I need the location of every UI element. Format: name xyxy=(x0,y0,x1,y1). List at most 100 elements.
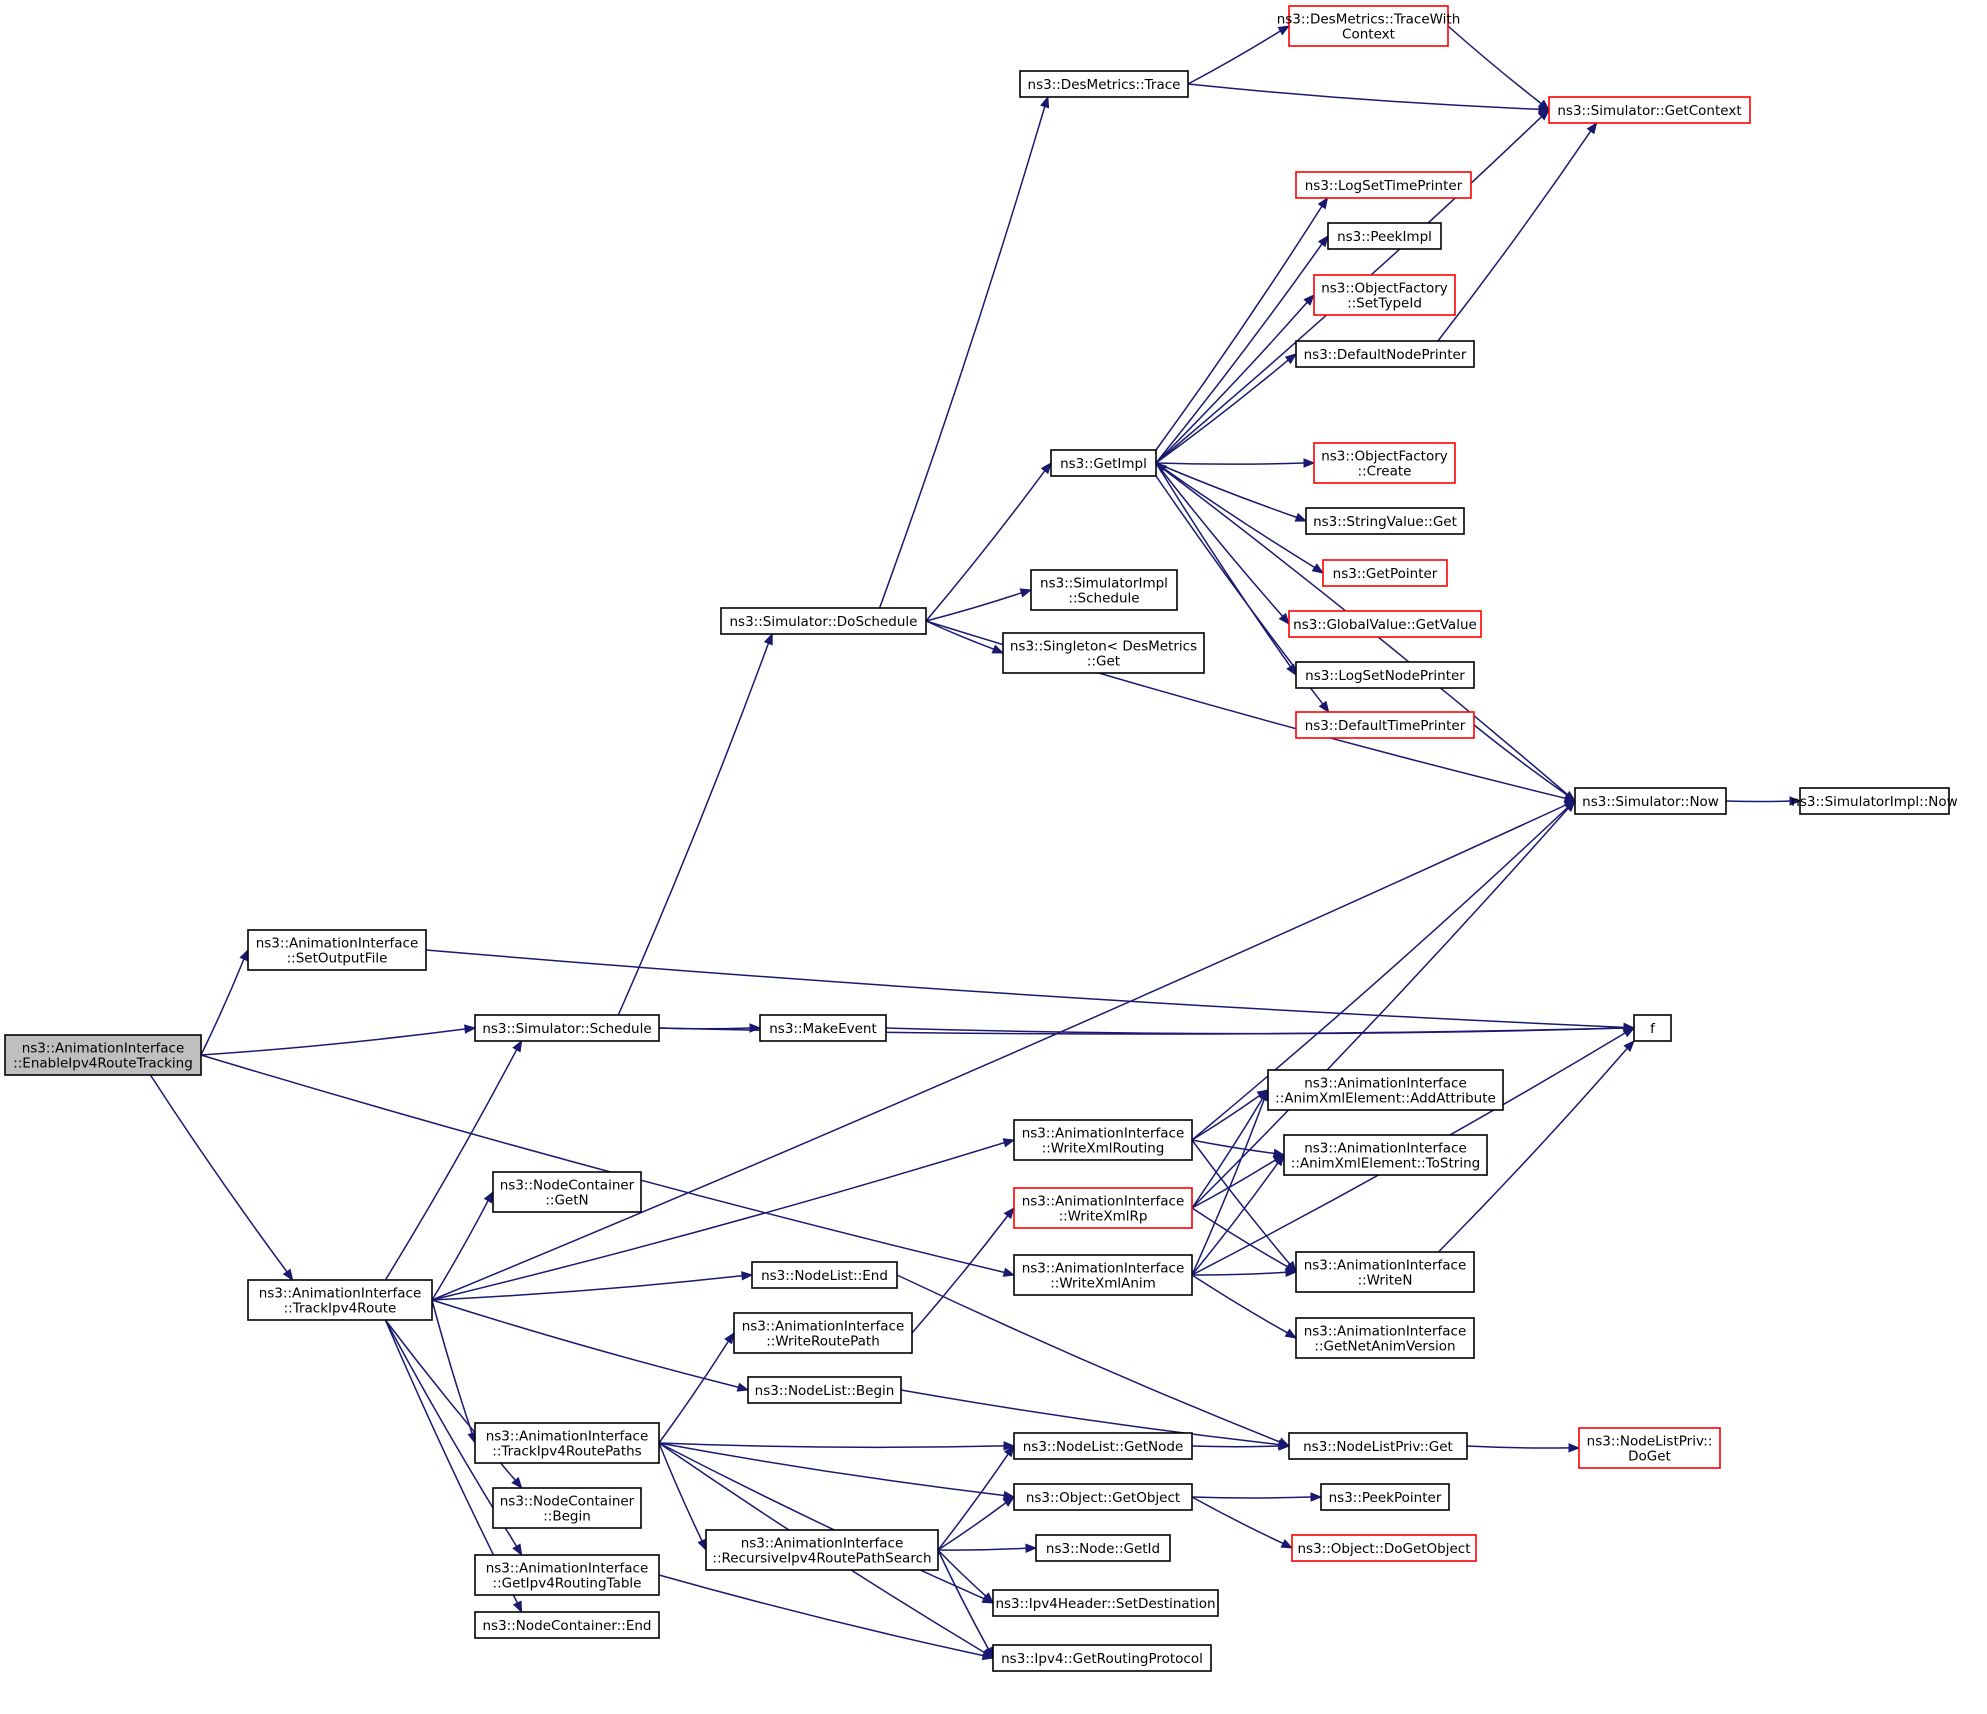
node-writeroutepath[interactable]: ns3::AnimationInterface::WriteRoutePath xyxy=(733,1312,913,1354)
node-writexmlrouting[interactable]: ns3::AnimationInterface::WriteXmlRouting xyxy=(1013,1119,1193,1161)
node-simnow[interactable]: ns3::Simulator::Now xyxy=(1574,787,1727,815)
node-schedule[interactable]: ns3::Simulator::Schedule xyxy=(474,1014,660,1042)
node-label: ns3::DesMetrics::Trace xyxy=(1028,77,1181,93)
node-label: ::TrackIpv4RoutePaths xyxy=(492,1444,641,1460)
node-getpointer[interactable]: ns3::GetPointer xyxy=(1322,559,1448,587)
node-peekpointer[interactable]: ns3::PeekPointer xyxy=(1320,1483,1450,1511)
node-f[interactable]: f xyxy=(1633,1014,1672,1042)
node-ofsettype[interactable]: ns3::ObjectFactory::SetTypeId xyxy=(1313,274,1456,316)
node-objdoget[interactable]: ns3::Object::DoGetObject xyxy=(1291,1534,1477,1562)
node-nlprivdoget[interactable]: ns3::NodeListPriv::DoGet xyxy=(1578,1427,1721,1469)
node-box xyxy=(1305,507,1465,535)
node-writen[interactable]: ns3::AnimationInterface::WriteN xyxy=(1295,1251,1475,1293)
node-label: ::SetTypeId xyxy=(1347,296,1422,312)
node-label: ::GetIpv4RoutingTable xyxy=(493,1576,642,1592)
edge-writexmlrp-to-simnow xyxy=(1191,800,1576,1209)
node-label: ns3::AnimationInterface xyxy=(486,1429,649,1445)
node-deftimeprinter[interactable]: ns3::DefaultTimePrinter xyxy=(1295,711,1475,739)
node-label: ::Schedule xyxy=(1068,591,1139,607)
node-box xyxy=(1327,222,1442,250)
node-globalvalue[interactable]: ns3::GlobalValue::GetValue xyxy=(1288,610,1482,638)
node-label: ns3::AnimationInterface xyxy=(742,1319,905,1335)
edge-nlgetnode-to-nlprivget xyxy=(1191,1441,1291,1451)
edge-getimpl-to-logsettime xyxy=(1155,196,1329,451)
edge-doschedule-to-desmtrace xyxy=(878,95,1050,609)
node-logsetnode[interactable]: ns3::LogSetNodePrinter xyxy=(1295,661,1475,689)
node-label: ::EnableIpv4RouteTracking xyxy=(13,1056,193,1072)
node-ncgetn[interactable]: ns3::NodeContainer::GetN xyxy=(492,1171,642,1213)
node-label: ns3::Simulator::Now xyxy=(1582,794,1719,810)
node-box xyxy=(1295,171,1472,199)
node-root[interactable]: ns3::AnimationInterface::EnableIpv4Route… xyxy=(4,1034,202,1076)
edge-getimpl-to-ofcreate xyxy=(1155,458,1316,468)
node-label: Context xyxy=(1342,27,1395,43)
node-box xyxy=(1320,1483,1450,1511)
node-nlbegin[interactable]: ns3::NodeList::Begin xyxy=(747,1376,902,1404)
edge-doschedule-to-singleton xyxy=(925,620,1005,654)
node-recursive[interactable]: ns3::AnimationInterface::RecursiveIpv4Ro… xyxy=(705,1529,939,1571)
node-defnodeprinter[interactable]: ns3::DefaultNodePrinter xyxy=(1295,340,1475,368)
node-nlend[interactable]: ns3::NodeList::End xyxy=(751,1261,898,1289)
node-label: ns3::SimulatorImpl xyxy=(1040,576,1168,592)
edge-desmtrace-to-getcontext xyxy=(1187,83,1551,114)
node-box xyxy=(1288,1432,1468,1460)
node-nlprivget[interactable]: ns3::NodeListPriv::Get xyxy=(1288,1432,1468,1460)
node-simimplnow[interactable]: ns3::SimulatorImpl::Now xyxy=(1791,787,1958,815)
node-box xyxy=(1633,1014,1672,1042)
node-logsettime[interactable]: ns3::LogSetTimePrinter xyxy=(1295,171,1472,199)
node-label: ns3::AnimationInterface xyxy=(1022,1261,1185,1277)
node-track[interactable]: ns3::AnimationInterface::TrackIpv4Route xyxy=(247,1279,433,1321)
node-ofcreate[interactable]: ns3::ObjectFactory::Create xyxy=(1313,442,1456,484)
edge-objgetobj-to-peekpointer xyxy=(1191,1492,1323,1502)
edge-getimpl-to-ofsettype xyxy=(1155,294,1315,464)
node-nodegetid[interactable]: ns3::Node::GetId xyxy=(1035,1534,1171,1562)
node-setoutput[interactable]: ns3::AnimationInterface::SetOutputFile xyxy=(247,929,427,971)
node-label: ns3::LogSetNodePrinter xyxy=(1305,668,1465,684)
node-box xyxy=(1013,1483,1193,1511)
edge-root-to-schedule xyxy=(200,1024,477,1056)
node-strvalget[interactable]: ns3::StringValue::Get xyxy=(1305,507,1465,535)
node-simimplsched[interactable]: ns3::SimulatorImpl::Schedule xyxy=(1030,569,1178,611)
node-label: ns3::AnimationInterface xyxy=(1304,1076,1467,1092)
node-writexmlanim[interactable]: ns3::AnimationInterface::WriteXmlAnim xyxy=(1013,1254,1193,1296)
node-getroutingtable[interactable]: ns3::AnimationInterface::GetIpv4RoutingT… xyxy=(474,1554,660,1596)
node-makeevent[interactable]: ns3::MakeEvent xyxy=(759,1014,887,1042)
edge-trackpaths-to-objgetobj xyxy=(658,1442,1016,1501)
node-box xyxy=(751,1261,898,1289)
node-box xyxy=(1030,569,1178,611)
node-ncend[interactable]: ns3::NodeContainer::End xyxy=(474,1611,660,1639)
node-ncbegin[interactable]: ns3::NodeContainer::Begin xyxy=(492,1487,642,1529)
node-label: ns3::AnimationInterface xyxy=(1022,1194,1185,1210)
edge-writexmlrouting-to-tostring xyxy=(1191,1139,1286,1158)
edge-recursive-to-getrouting xyxy=(937,1549,994,1660)
node-label: ns3::NodeContainer xyxy=(500,1178,635,1194)
edge-track-to-nlend xyxy=(431,1271,754,1301)
edge-getimpl-to-globalvalue xyxy=(1155,462,1290,626)
node-getcontext[interactable]: ns3::Simulator::GetContext xyxy=(1548,96,1751,124)
node-peekimpl[interactable]: ns3::PeekImpl xyxy=(1327,222,1442,250)
node-getrouting[interactable]: ns3::Ipv4::GetRoutingProtocol xyxy=(992,1644,1212,1672)
node-box xyxy=(759,1014,887,1042)
node-doschedule[interactable]: ns3::Simulator::DoSchedule xyxy=(720,607,927,635)
node-desmtrace[interactable]: ns3::DesMetrics::Trace xyxy=(1019,70,1189,98)
node-getnetanim[interactable]: ns3::AnimationInterface::GetNetAnimVersi… xyxy=(1295,1317,1475,1359)
node-label: ns3::AnimationInterface xyxy=(256,936,419,952)
node-label: ::WriteXmlRp xyxy=(1059,1209,1148,1225)
node-singleton[interactable]: ns3::Singleton< DesMetrics::Get xyxy=(1002,632,1205,674)
node-box xyxy=(1267,1069,1504,1111)
edge-getroutingtable-to-getrouting xyxy=(658,1574,995,1661)
node-trackpaths[interactable]: ns3::AnimationInterface::TrackIpv4RouteP… xyxy=(474,1422,660,1464)
node-addattr[interactable]: ns3::AnimationInterface::AnimXmlElement:… xyxy=(1267,1069,1504,1111)
node-getimpl[interactable]: ns3::GetImpl xyxy=(1050,449,1157,477)
node-label: ::TrackIpv4Route xyxy=(284,1301,397,1317)
node-box xyxy=(1295,340,1475,368)
node-objgetobj[interactable]: ns3::Object::GetObject xyxy=(1013,1483,1193,1511)
node-box xyxy=(492,1171,642,1213)
node-box xyxy=(720,607,927,635)
edge-simnow-to-simimplnow xyxy=(1725,796,1802,806)
node-writexmlrp[interactable]: ns3::AnimationInterface::WriteXmlRp xyxy=(1013,1187,1193,1229)
node-nlgetnode[interactable]: ns3::NodeList::GetNode xyxy=(1013,1432,1193,1460)
node-tostring[interactable]: ns3::AnimationInterface::AnimXmlElement:… xyxy=(1283,1134,1488,1176)
node-setdest[interactable]: ns3::Ipv4Header::SetDestination xyxy=(992,1589,1219,1617)
